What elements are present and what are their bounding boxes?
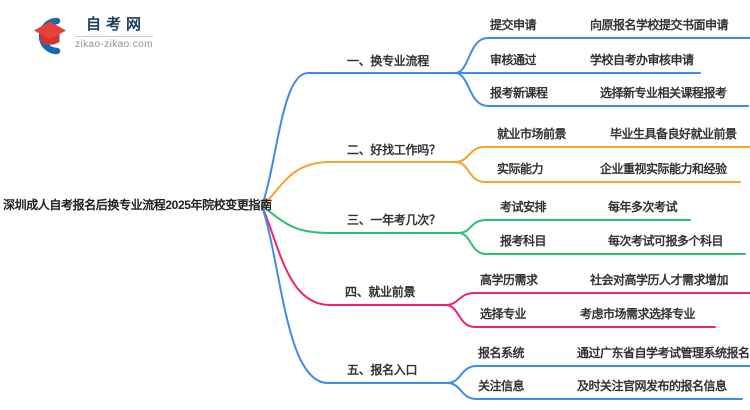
leaf-label: 提交申请 — [490, 18, 537, 32]
leaf-label: 关注信息 — [478, 379, 525, 393]
branch1-leaf3-line — [454, 72, 749, 107]
leaf-label: 高学历需求 — [480, 273, 538, 287]
branch2-leaf2-line — [454, 161, 741, 183]
central-topic: 深圳成人自考报名后换专业流程2025年院校变更指南 — [3, 198, 272, 212]
leaf-label: 选择专业 — [480, 307, 527, 321]
branch2-leaf1-line — [454, 146, 750, 163]
branch1-trunk-line — [261, 72, 456, 207]
leaf-desc: 及时关注官网发布的报名信息 — [577, 379, 727, 393]
leaf-desc: 每次考试可报多个科目 — [608, 234, 724, 248]
leaf-label: 审核通过 — [490, 53, 537, 67]
branch1-label: 一、换专业流程 — [347, 54, 429, 68]
leaf-desc: 每年多次考试 — [608, 200, 678, 214]
branch3-leaf1-line — [457, 219, 691, 234]
leaf-desc: 企业重视实际能力和经验 — [600, 162, 727, 176]
branch5-leaf1-line — [446, 365, 750, 384]
leaf-label: 报考新课程 — [490, 86, 548, 100]
leaf-desc: 通过广东省自学考试管理系统报名 — [577, 346, 750, 360]
branch3-label: 三、一年考几次？ — [347, 213, 441, 227]
leaf-label: 考试安排 — [500, 200, 547, 214]
logo-site-name: 自考网 — [85, 16, 146, 33]
branch2-trunk-line — [261, 161, 456, 207]
branch4-leaf1-line — [444, 292, 750, 306]
branch5-leaf2-line — [446, 382, 743, 400]
branch5-label: 五、报名入口 — [347, 363, 418, 377]
leaf-desc: 选择新专业相关课程报考 — [600, 86, 727, 100]
branch5-trunk-line — [261, 205, 448, 384]
leaf-desc: 向原报名学校提交书面申请 — [590, 18, 729, 32]
graduation-cap-logo-icon — [34, 17, 66, 55]
branch4-leaf2-line — [444, 304, 716, 328]
leaf-desc: 毕业生具备良好就业前景 — [610, 127, 737, 141]
site-logo: 自考网 zikao-zikao.com — [28, 16, 153, 56]
branch4-trunk-line — [261, 205, 446, 306]
leaf-label: 报名系统 — [478, 346, 525, 360]
leaf-label: 报考科目 — [500, 234, 547, 248]
logo-divider — [75, 36, 153, 37]
leaf-desc: 学校自考办审核申请 — [590, 53, 694, 67]
branch3-leaf2-line — [457, 232, 746, 255]
branch2-label: 二、好找工作吗？ — [347, 143, 441, 157]
leaf-desc: 社会对高学历人才需求增加 — [590, 273, 729, 287]
branch1-leaf1-line — [454, 37, 750, 74]
branch3-trunk-line — [261, 205, 459, 234]
leaf-label: 就业市场前景 — [497, 127, 567, 141]
branch4-label: 四、就业前景 — [345, 285, 416, 299]
leaf-desc: 考虑市场需求选择专业 — [580, 307, 696, 321]
logo-domain-text: zikao-zikao.com — [75, 39, 153, 50]
leaf-label: 实际能力 — [497, 162, 544, 176]
